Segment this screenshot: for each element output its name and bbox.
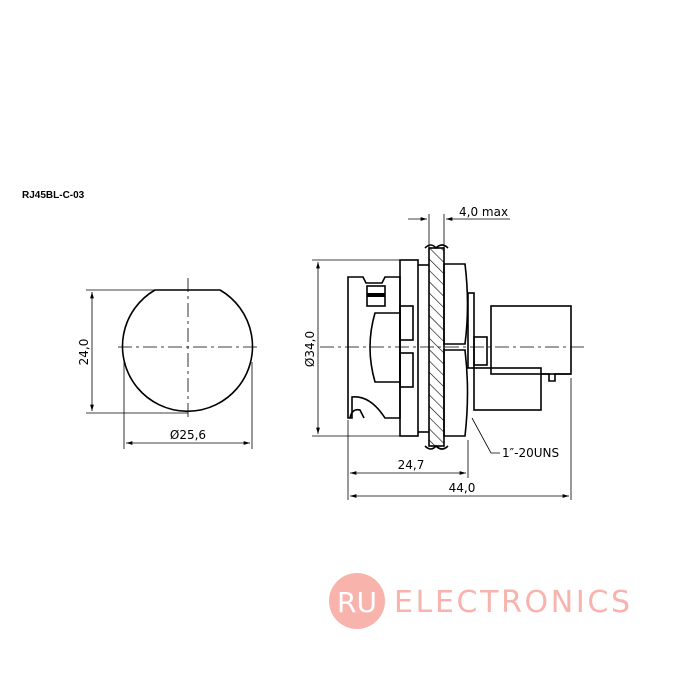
thread-label: 1″-20UNS (502, 446, 559, 460)
logo-badge-text: RU (337, 586, 377, 619)
dim-overall-length: 44,0 (449, 481, 476, 495)
watermark-logo: RU ELECTRONICS (329, 573, 630, 629)
part-number: RJ45BL-C-03 (22, 190, 85, 201)
front-view: 24,0 Ø25,6 (77, 278, 260, 449)
side-view: Ø34,0 4,0 max 1″-20UNS 24,7 44,0 (303, 205, 585, 500)
logo-text: ELECTRONICS (394, 585, 630, 620)
dim-front-diameter: Ø25,6 (170, 428, 206, 442)
logo-badge (329, 573, 385, 629)
dim-panel-thickness: 4,0 max (459, 205, 508, 219)
dim-side-diameter: Ø34,0 (303, 331, 317, 367)
dim-front-height: 24,0 (77, 339, 91, 366)
dim-depth-to-nut: 24,7 (398, 458, 425, 472)
